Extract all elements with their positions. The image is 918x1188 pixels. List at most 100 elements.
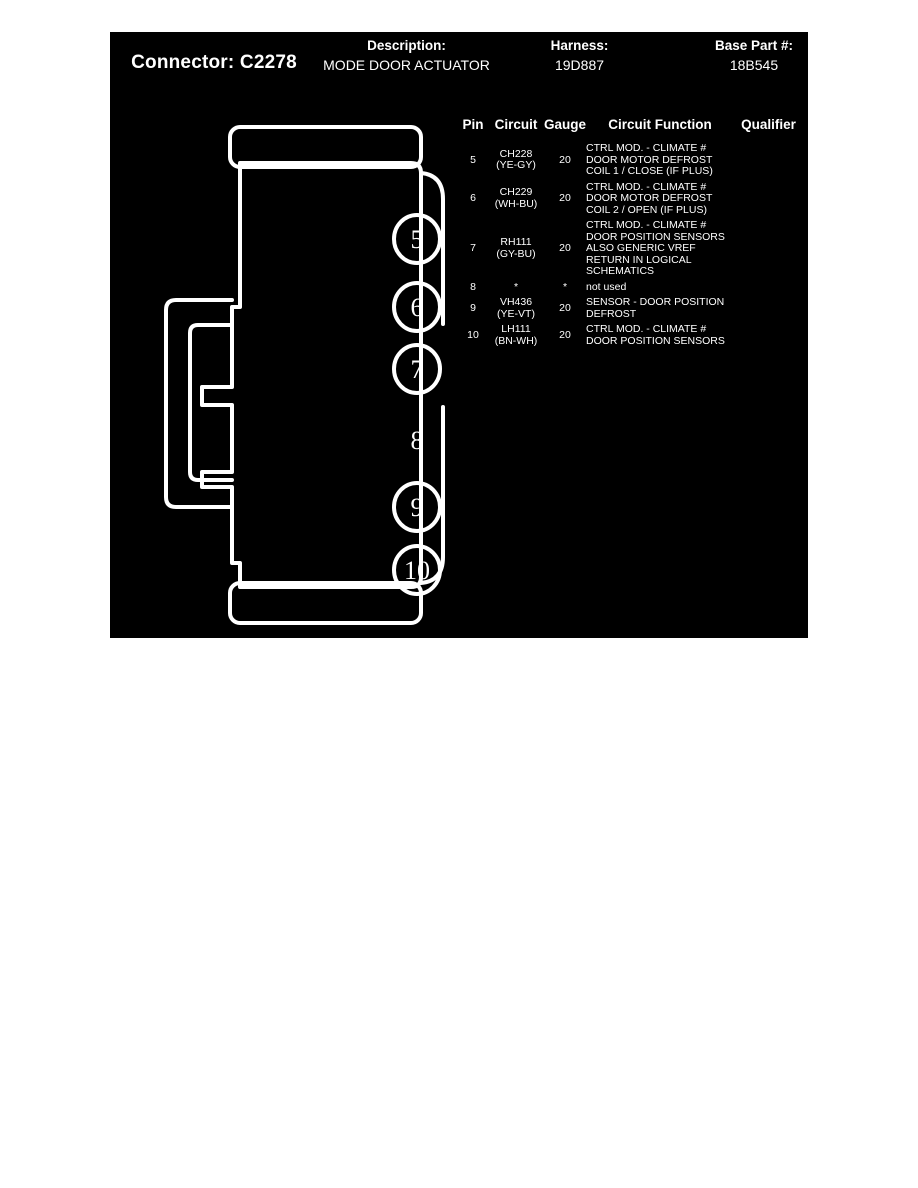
table-row: 8 * * not used xyxy=(458,280,803,296)
cell-circuit-function: not used xyxy=(586,280,734,296)
harness-field: Harness: 19D887 xyxy=(506,38,653,74)
cell-gauge: * xyxy=(562,280,568,293)
cell-pin: 9 xyxy=(470,301,476,314)
cell-pin: 10 xyxy=(467,328,479,341)
table-header-row: Pin Circuit Gauge Circuit Function Quali… xyxy=(458,117,803,141)
pin-cavity-label-5: 5 xyxy=(411,225,424,254)
circuit-line: (YE-VT) xyxy=(497,307,535,320)
pin-cavity-circle-9 xyxy=(392,481,442,533)
cell-qualifier xyxy=(734,280,803,296)
connector-diagram-panel: Connector: C2278 Description: MODE DOOR … xyxy=(110,32,808,638)
function-line: COIL 2 / OPEN (IF PLUS) xyxy=(586,203,707,216)
circuit-line: (WH-BU) xyxy=(494,197,538,210)
table-row: 5 CH228(YE-GY) 20 CTRL MOD. - CLIMATE #DOOR… xyxy=(458,141,803,180)
cell-gauge: 20 xyxy=(559,328,571,341)
cell-qualifier xyxy=(734,218,803,280)
circuit-line: CH228 xyxy=(499,147,533,160)
harness-value: 19D887 xyxy=(554,57,605,73)
cell-qualifier xyxy=(734,180,803,219)
cell-circuit: CH229(WH-BU) xyxy=(488,180,544,219)
function-line: CTRL MOD. - CLIMATE # xyxy=(586,219,707,231)
column-header-circuit: Circuit xyxy=(494,117,538,132)
connector-body-outline xyxy=(200,161,423,589)
cell-gauge: 20 xyxy=(559,242,571,254)
function-line: CTRL MOD. - CLIMATE # xyxy=(586,142,707,154)
cell-circuit: * xyxy=(488,280,544,296)
function-line: DOOR MOTOR DEFROST xyxy=(586,192,713,204)
pin-cavity-circle-7 xyxy=(392,343,442,395)
circuit-line: VH436 xyxy=(499,296,533,308)
circuit-line: LH111 xyxy=(501,323,531,335)
function-line: RETURN IN LOGICAL xyxy=(586,253,692,266)
function-line: SCHEMATICS xyxy=(586,265,655,277)
pin-cavity-label-8: 8 xyxy=(411,426,424,455)
function-line: ALSO GENERIC VREF xyxy=(586,242,696,254)
description-value: MODE DOOR ACTUATOR xyxy=(323,57,490,73)
circuit-line: (YE-GY) xyxy=(496,159,536,172)
connector-illustration: 5 6 7 8 9 10 xyxy=(140,117,480,638)
connector-id-title: Connector: C2278 xyxy=(131,52,297,73)
function-line: not used xyxy=(586,280,627,293)
cell-circuit-function: CTRL MOD. - CLIMATE #DOOR POSITION SENSO… xyxy=(586,218,734,280)
pin-cavity-circle-5 xyxy=(392,213,442,265)
cell-qualifier xyxy=(734,295,803,322)
pin-cavity-group: 5 6 7 8 9 10 xyxy=(392,213,442,596)
cell-circuit-function: CTRL MOD. - CLIMATE #DOOR POSITION SENSO… xyxy=(586,322,734,349)
circuit-line: (BN-WH) xyxy=(494,334,538,347)
function-line: CTRL MOD. - CLIMATE # xyxy=(586,323,707,335)
function-line: SENSOR - DOOR POSITION xyxy=(586,296,725,308)
column-header-function: Circuit Function xyxy=(608,117,712,132)
pin-cavity-label-6: 6 xyxy=(411,293,424,322)
pin-cavity-label-7: 7 xyxy=(411,355,424,384)
harness-label: Harness: xyxy=(550,38,609,53)
cell-qualifier xyxy=(734,141,803,180)
description-label: Description: xyxy=(367,38,446,53)
cell-pin: 6 xyxy=(470,192,476,204)
base-part-value: 18B545 xyxy=(729,57,779,73)
circuit-line: RH111 xyxy=(500,236,532,249)
shell-right-arc-upper xyxy=(419,171,445,326)
circuit-line: CH229 xyxy=(499,186,533,199)
cell-circuit: LH111(BN-WH) xyxy=(488,322,544,349)
function-line: DEFROST xyxy=(586,307,637,320)
function-line: DOOR POSITION SENSORS xyxy=(586,230,725,243)
pin-cavity-label-9: 9 xyxy=(411,493,424,522)
table-row: 7 RH111(GY-BU) 20 CTRL MOD. - CLIMATE #DOOR… xyxy=(458,218,803,280)
connector-top-flange xyxy=(228,125,423,169)
function-line: COIL 1 / CLOSE (IF PLUS) xyxy=(586,165,713,177)
cell-gauge: 20 xyxy=(559,153,571,166)
function-line: DOOR MOTOR DEFROST xyxy=(586,153,713,166)
column-header-pin: Pin xyxy=(462,117,484,132)
connector-outline-group xyxy=(164,125,445,625)
circuit-line: (GY-BU) xyxy=(496,247,536,260)
cell-qualifier xyxy=(734,322,803,349)
table-row: 10 LH111(BN-WH) 20 CTRL MOD. - CLIMATE #DOO… xyxy=(458,322,803,349)
latch-bracket-inner xyxy=(188,323,234,482)
cell-gauge: 20 xyxy=(559,301,571,314)
base-part-label: Base Part #: xyxy=(714,38,794,53)
function-line: CTRL MOD. - CLIMATE # xyxy=(586,180,707,193)
cell-circuit: RH111(GY-BU) xyxy=(488,218,544,280)
pin-cavity-circle-10 xyxy=(392,544,442,596)
function-line: DOOR POSITION SENSORS xyxy=(586,334,725,347)
cell-pin: 8 xyxy=(470,280,476,293)
cell-circuit: VH436(YE-VT) xyxy=(488,295,544,322)
latch-bracket-outer xyxy=(164,298,234,509)
cell-pin: 7 xyxy=(470,242,476,254)
pin-function-table: Pin Circuit Gauge Circuit Function Quali… xyxy=(458,117,803,349)
pin-cavity-label-10: 10 xyxy=(404,556,430,585)
circuit-line: * xyxy=(513,280,519,293)
connector-svg: 5 6 7 8 9 10 xyxy=(164,125,445,625)
cell-pin: 5 xyxy=(470,153,476,166)
connector-bottom-flange xyxy=(228,581,423,625)
description-field: Description: MODE DOOR ACTUATOR xyxy=(323,38,490,74)
pin-cavity-circle-6 xyxy=(392,281,442,333)
column-header-qualifier: Qualifier xyxy=(741,117,796,132)
column-header-gauge: Gauge xyxy=(544,117,587,132)
